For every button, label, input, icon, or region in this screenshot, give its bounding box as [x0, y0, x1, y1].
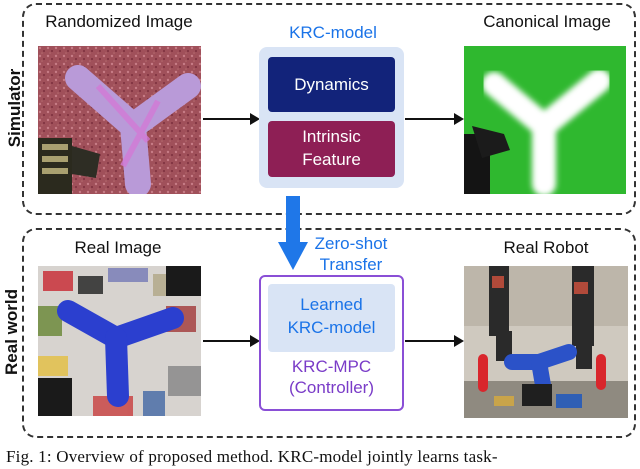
- krc-model-title: KRC-model: [289, 23, 377, 42]
- real-world-label: Real world: [2, 289, 21, 375]
- zero-shot-transfer-arrow: [278, 196, 308, 272]
- arrowhead-krc-to-canonical: [454, 113, 464, 125]
- intrinsic-label-line2: Feature: [302, 150, 361, 169]
- learned-label-line1: Learned: [300, 295, 363, 314]
- simulator-section: [22, 3, 636, 215]
- real-image: [38, 266, 201, 416]
- real-image-title: Real Image: [74, 238, 162, 257]
- dynamics-box: Dynamics: [268, 57, 395, 112]
- transfer-label-line2: Transfer: [319, 255, 383, 274]
- learned-krc-model-box: Learned KRC-model: [268, 284, 395, 352]
- real-robot-title: Real Robot: [503, 238, 589, 257]
- intrinsic-feature-box: Intrinsic Feature: [268, 121, 395, 177]
- intrinsic-label-line1: Intrinsic: [302, 127, 361, 146]
- transfer-label-line1: Zero-shot: [314, 234, 388, 253]
- krc-mpc-label: KRC-MPC: [291, 357, 372, 376]
- real-robot-image: [464, 266, 628, 418]
- arrow-krc-to-canonical: [405, 118, 455, 120]
- arrow-randomized-to-krc: [203, 118, 251, 120]
- dynamics-label: Dynamics: [294, 75, 369, 94]
- learned-label-line2: KRC-model: [287, 318, 376, 337]
- simulator-label: Simulator: [5, 68, 24, 148]
- arrow-realimage-to-controller: [203, 340, 251, 342]
- randomized-image: [38, 46, 201, 194]
- figure-caption: Fig. 1: Overview of proposed method. KRC…: [6, 447, 498, 466]
- arrowhead-realimage-to-controller: [250, 335, 260, 347]
- krc-mpc-controller-box: [259, 275, 404, 411]
- canonical-image-title: Canonical Image: [483, 12, 611, 31]
- controller-label: (Controller): [288, 378, 375, 397]
- arrow-controller-to-robot: [405, 340, 455, 342]
- randomized-image-title: Randomized Image: [45, 12, 193, 31]
- arrowhead-controller-to-robot: [454, 335, 464, 347]
- real-world-section: [22, 228, 636, 438]
- arrowhead-randomized-to-krc: [250, 113, 260, 125]
- canonical-image: [464, 46, 626, 194]
